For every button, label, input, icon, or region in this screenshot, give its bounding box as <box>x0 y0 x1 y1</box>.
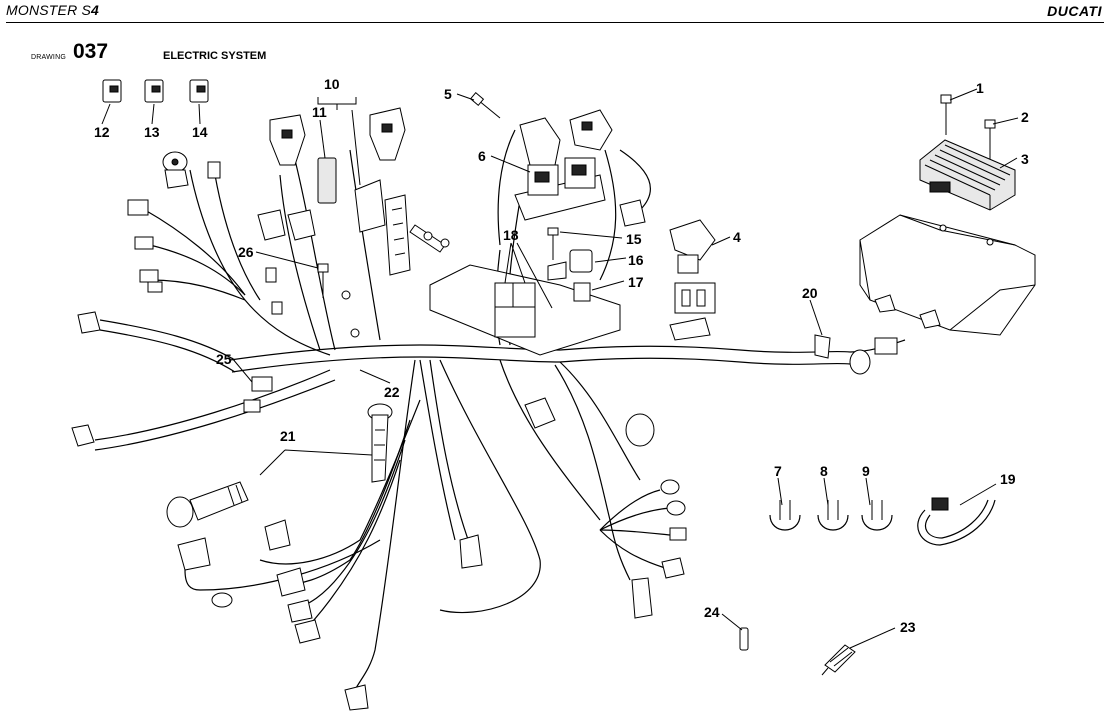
callout-24: 24 <box>704 604 720 620</box>
callout-25: 25 <box>216 351 232 367</box>
clamp-20 <box>814 334 831 359</box>
callout-labels: 1 2 3 4 5 6 7 8 9 10 11 12 13 14 15 16 1… <box>94 76 1029 635</box>
cap-connector-a <box>269 114 306 166</box>
callout-20: 20 <box>802 285 818 301</box>
cable-strap-19 <box>917 497 996 546</box>
flasher-16 <box>547 249 593 281</box>
plugs-mid-left <box>257 209 316 315</box>
ignition-switch-21 <box>367 403 393 483</box>
drawing-label: DRAWING <box>31 54 66 61</box>
callout-5: 5 <box>444 86 452 102</box>
relay-holder-6 <box>514 157 606 221</box>
callout-21: 21 <box>280 428 296 444</box>
callout-4: 4 <box>733 229 741 245</box>
terminal-13 <box>144 79 164 103</box>
terminal-24 <box>739 627 749 651</box>
model-suffix: 4 <box>91 2 100 18</box>
connector-top-1 <box>519 117 561 166</box>
callout-7: 7 <box>774 463 782 479</box>
callout-26: 26 <box>238 244 254 260</box>
callout-17: 17 <box>628 274 644 290</box>
spark-plug-23 <box>821 644 856 676</box>
fuse-holder <box>669 219 716 341</box>
callout-19: 19 <box>1000 471 1016 487</box>
wiring-harness <box>94 129 906 691</box>
callout-14: 14 <box>192 124 208 140</box>
screw-2 <box>984 119 996 160</box>
callout-3: 3 <box>1021 151 1029 167</box>
brand-name: DUCATI <box>1047 3 1102 19</box>
terminal-12 <box>102 79 122 103</box>
clip-8 <box>817 500 849 531</box>
header-rule <box>6 22 1104 23</box>
leader-lines <box>101 88 1019 649</box>
callout-23: 23 <box>900 619 916 635</box>
pickup-sensor-21 <box>166 481 249 528</box>
callout-12: 12 <box>94 124 110 140</box>
model-prefix: MONSTER S <box>6 2 92 18</box>
screw-1 <box>940 94 952 135</box>
bolt-5 <box>469 92 501 119</box>
connector-25 <box>243 376 273 413</box>
voltage-regulator <box>919 139 1016 211</box>
connector-right-top <box>619 199 646 227</box>
callout-22: 22 <box>384 384 400 400</box>
cap-connector-b <box>369 107 406 161</box>
callout-8: 8 <box>820 463 828 479</box>
connector-17 <box>573 282 591 302</box>
terminal-14 <box>189 79 209 103</box>
connectors-center <box>459 397 687 619</box>
callout-18: 18 <box>503 227 519 243</box>
callout-9: 9 <box>862 463 870 479</box>
small-connector-left <box>127 161 221 293</box>
connector-10 <box>354 179 450 276</box>
callout-2: 2 <box>1021 109 1029 125</box>
insert-11 <box>317 157 337 204</box>
callout-10: 10 <box>324 76 340 92</box>
battery-housing <box>859 214 1036 336</box>
callout-6: 6 <box>478 148 486 164</box>
end-connectors-left <box>71 311 369 711</box>
callout-13: 13 <box>144 124 160 140</box>
callout-15: 15 <box>626 231 642 247</box>
clip-9 <box>861 500 893 531</box>
relays-18 <box>494 282 536 338</box>
model-name: MONSTER S4 <box>6 2 99 18</box>
callout-11: 11 <box>312 104 327 120</box>
clip-7 <box>769 500 801 531</box>
round-connector <box>162 151 189 189</box>
callout-1: 1 <box>976 80 984 96</box>
connector-regulator <box>849 337 898 375</box>
connector-top-2 <box>569 109 613 151</box>
drawing-number: 037 <box>73 40 109 63</box>
drawing-title: ELECTRIC SYSTEM <box>163 50 267 62</box>
callout-16: 16 <box>628 252 644 268</box>
screw-15 <box>547 227 559 260</box>
